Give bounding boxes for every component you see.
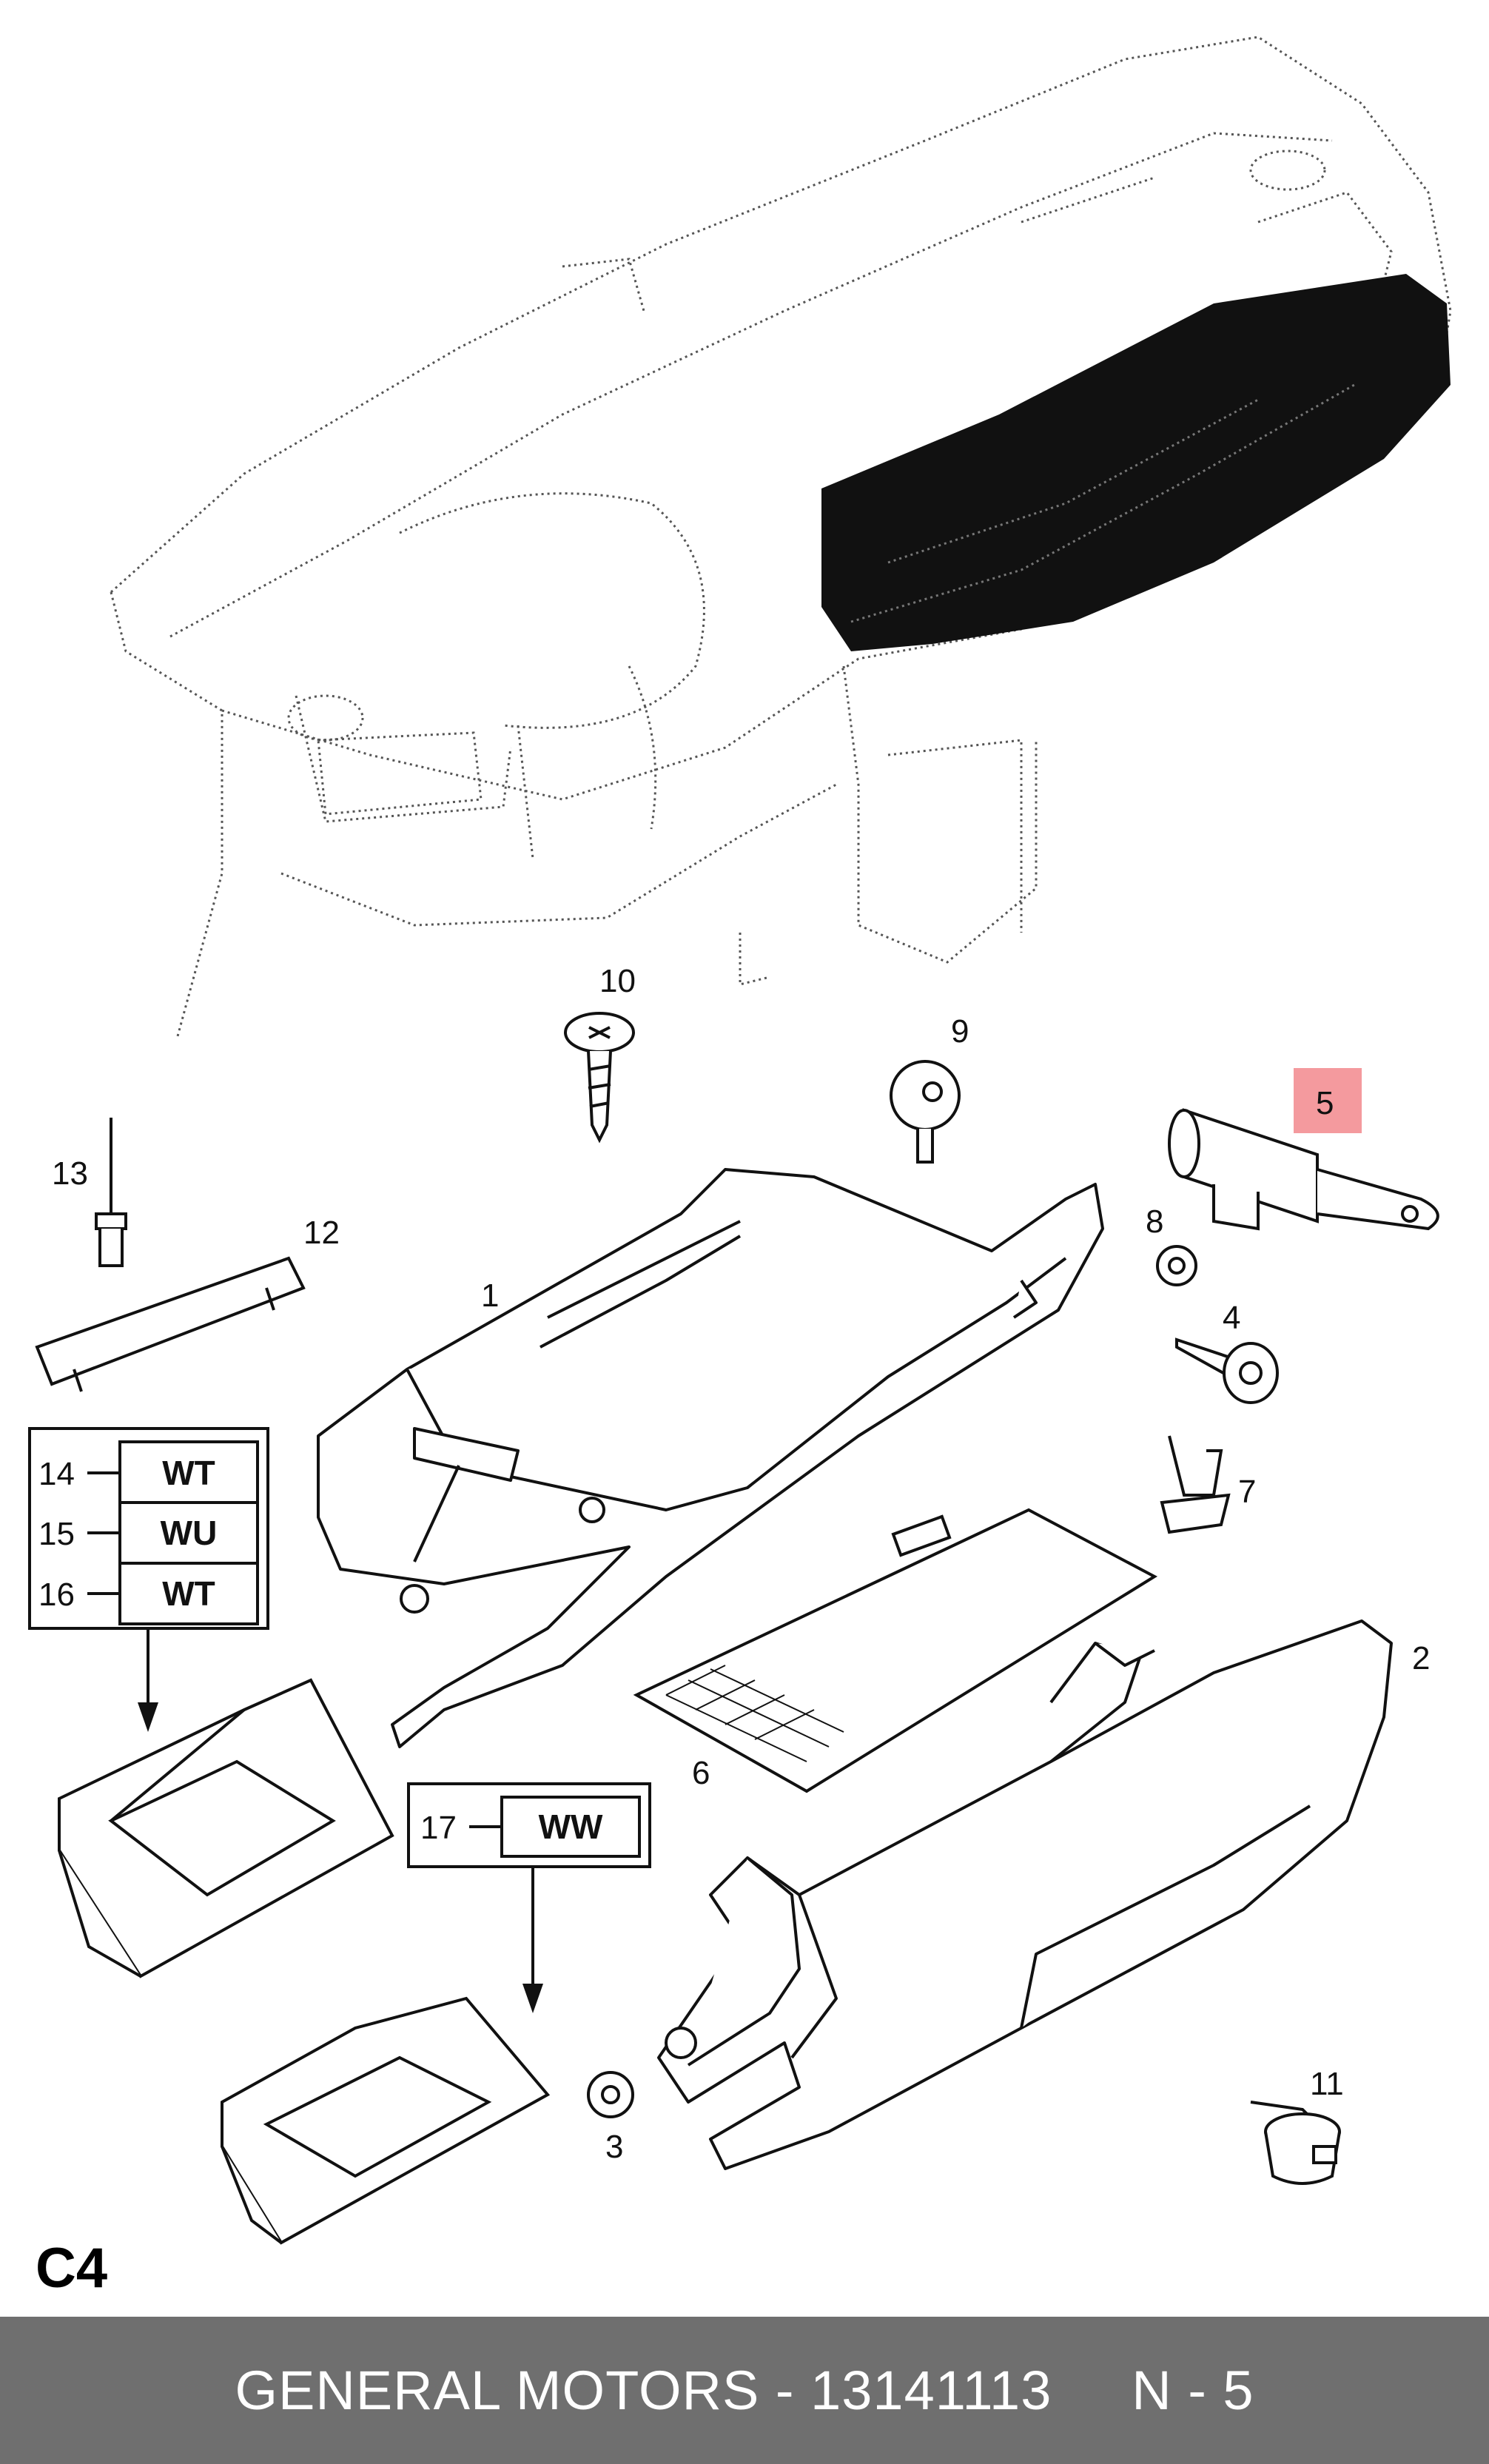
trim-strip-12	[35, 1256, 306, 1392]
section-code: C4	[36, 2237, 107, 2300]
damper-5	[1168, 1108, 1439, 1231]
footer-part-number: GENERAL MOTORS - 13141113	[235, 2360, 1052, 2421]
code-a-num-14: 14	[38, 1456, 75, 1492]
storage-insert-upper	[58, 1678, 394, 1978]
callout-5: 5	[1316, 1085, 1334, 1121]
callout-8: 8	[1146, 1204, 1163, 1240]
glovebox-door	[657, 1619, 1393, 2170]
glovebox-liner	[633, 1508, 1158, 1793]
footer-bar: GENERAL MOTORS - 13141113 N - 5	[0, 2317, 1489, 2464]
callout-9: 9	[951, 1013, 969, 1050]
callout-2: 2	[1412, 1640, 1430, 1676]
parts-diagram: 1 2 3 4 5 6 7 8 9 10 11 12 13 14 15 16 W…	[28, 36, 1452, 2300]
dashboard-outline	[110, 36, 1452, 1037]
callout-13: 13	[52, 1155, 88, 1192]
callout-5-highlight	[1294, 1068, 1362, 1133]
footer-ref: N - 5	[1132, 2360, 1254, 2421]
code-table-b: 17 WW	[407, 1782, 651, 2013]
clip-3	[587, 2071, 634, 2118]
footer-spacer	[1052, 2359, 1132, 2422]
callout-1: 1	[481, 1278, 499, 1314]
storage-insert-lower	[221, 1996, 551, 2245]
code-a-num-16: 16	[38, 1577, 75, 1613]
clip-7	[1160, 1435, 1231, 1534]
callout-6: 6	[692, 1755, 710, 1791]
screw-4	[1175, 1337, 1279, 1404]
code-a-num-15: 15	[38, 1516, 75, 1552]
screw-10	[564, 1012, 635, 1144]
callout-7: 7	[1238, 1474, 1256, 1510]
code-b-num-17: 17	[420, 1810, 457, 1846]
lock-cylinder-11	[1250, 2101, 1341, 2185]
callout-11: 11	[1310, 2066, 1344, 2102]
code-table-a: 14 15 16 WT WU WT	[28, 1427, 269, 1732]
pin-9	[890, 1060, 961, 1164]
callout-4: 4	[1223, 1300, 1240, 1336]
rivet-13	[95, 1118, 127, 1267]
code-a-code-14: WT	[162, 1454, 215, 1492]
callout-3: 3	[605, 2129, 623, 2165]
callout-labels: 1 2 3 4 5 6 7 8 9 10 11 12 13	[52, 963, 1430, 2165]
callout-12: 12	[303, 1215, 340, 1251]
code-b-code-17: WW	[539, 1807, 603, 1846]
glovebox-housing	[317, 1168, 1104, 1748]
glovebox-location-fill	[821, 274, 1451, 651]
code-a-code-15: WU	[161, 1514, 218, 1552]
callout-10: 10	[599, 963, 636, 999]
code-a-code-16: WT	[162, 1574, 215, 1613]
clip-nut-8	[1156, 1245, 1197, 1286]
